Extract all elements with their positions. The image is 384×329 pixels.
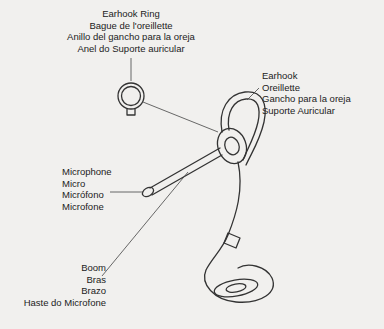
connector (213, 276, 259, 299)
leader-line (131, 58, 132, 81)
part-label: Bague de l'oreillette (89, 20, 172, 32)
cable-clip (224, 233, 240, 248)
part-label: Micrófono (62, 189, 104, 201)
part-label: Oreillette (262, 82, 300, 94)
earhook-ring (118, 83, 144, 109)
part-label: Bras (86, 274, 106, 286)
part-label: Micro (62, 178, 85, 190)
ring-tab (127, 109, 135, 115)
part-label: Boom (81, 262, 106, 274)
speaker (222, 135, 241, 157)
part-label: Suporte Auricular (262, 105, 335, 117)
headset-body (213, 124, 252, 167)
boom (150, 148, 220, 188)
connector-end (225, 282, 246, 293)
part-label: Haste do Microfone (24, 297, 106, 309)
earhook-ring-inner (122, 87, 141, 106)
part-label: Microphone (62, 166, 112, 178)
cable (205, 162, 274, 302)
leader-line (247, 88, 259, 100)
part-label: Anel do Suporte auricular (77, 43, 184, 55)
part-label: Gancho para la oreja (262, 93, 351, 105)
part-label: Anillo del gancho para la oreja (67, 31, 195, 43)
part-label: Microfone (62, 201, 104, 213)
part-label: Earhook Ring (102, 8, 160, 20)
leader-line (143, 102, 218, 132)
leader-line (102, 172, 188, 276)
part-label: Earhook (262, 70, 297, 82)
leader-line (110, 192, 143, 193)
part-label: Brazo (81, 285, 106, 297)
boom-edge (152, 155, 222, 195)
